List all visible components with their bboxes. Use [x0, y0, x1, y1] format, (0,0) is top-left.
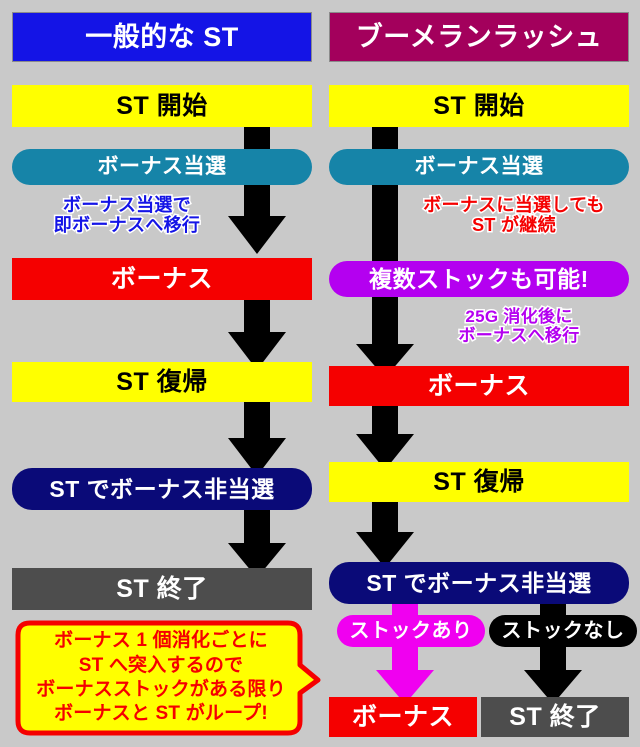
- node-right-st-return: ST 復帰: [329, 462, 629, 502]
- callout-left-text: ボーナス 1 個消化ごとに ST へ突入するので ボーナスストックがある限り ボ…: [36, 630, 286, 725]
- node-right-st-start: ST 開始: [329, 85, 629, 127]
- node-left-st-return: ST 復帰: [12, 362, 312, 402]
- node-right-bonus-win: ボーナス当選: [329, 149, 629, 185]
- callout-balloon-shape: [15, 620, 321, 736]
- node-left-bonus: ボーナス: [12, 258, 312, 300]
- node-left-st-no-bonus: ST でボーナス非当選: [12, 468, 312, 510]
- node-right-branch-bonus: ボーナス: [329, 697, 477, 737]
- node-right-branch-st-end: ST 終了: [481, 697, 629, 737]
- callout-left-loop: ボーナス 1 個消化ごとに ST へ突入するので ボーナスストックがある限り ボ…: [12, 617, 324, 739]
- header-left: 一般的な ST: [12, 12, 312, 62]
- annotation-right-after-25g: 25G 消化後に ボーナスへ移行: [457, 305, 581, 346]
- header-right: ブーメランラッシュ: [329, 12, 629, 62]
- branch-label-no-stock: ストックなし: [489, 615, 637, 647]
- node-left-st-start: ST 開始: [12, 85, 312, 127]
- node-right-bonus: ボーナス: [329, 366, 629, 406]
- branch-label-has-stock: ストックあり: [337, 615, 485, 647]
- node-right-multi-stock: 複数ストックも可能!: [329, 261, 629, 297]
- annotation-right-st-continues: ボーナスに当選しても ST が継続: [422, 193, 606, 236]
- node-right-st-no-bonus: ST でボーナス非当選: [329, 562, 629, 604]
- annotation-left-transition: ボーナス当選で 即ボーナスへ移行: [52, 193, 201, 236]
- node-left-bonus-win: ボーナス当選: [12, 149, 312, 185]
- node-left-st-end: ST 終了: [12, 568, 312, 610]
